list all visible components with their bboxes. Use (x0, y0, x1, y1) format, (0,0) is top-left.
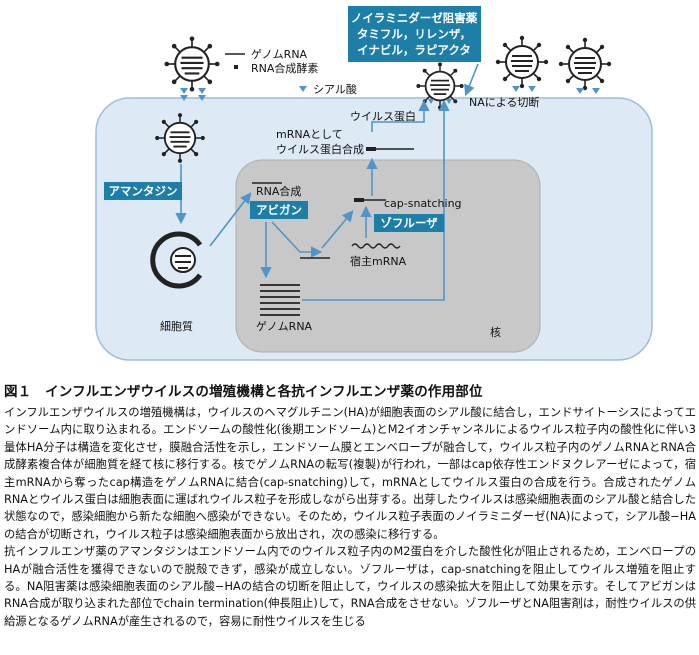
na-inhibitor-title: ノイラミニダーゼ阻害薬 (351, 11, 478, 25)
xofluza-label: ゾフルーザ (380, 216, 438, 230)
endosome-virion (154, 112, 206, 164)
transcription-arrow (271, 221, 323, 258)
label-cytoplasm: 細胞質 (160, 319, 193, 333)
label-rna-synthesis: RNA合成 (256, 184, 301, 198)
avigan-box (250, 201, 308, 219)
nuclear-import-arrow (209, 192, 252, 247)
na-inhibitor-drugs-2: イナビル，ラピアクタ (357, 43, 471, 57)
late-endosome (150, 231, 203, 289)
progeny-genome-rna-stack (260, 284, 300, 316)
virion-released-1 (494, 34, 550, 92)
legend-rna-enzyme-mark (234, 65, 238, 69)
genome-export-arrow (302, 99, 450, 301)
to-cap-snatching-arrow (321, 210, 354, 249)
label-nucleus: 核 (490, 325, 501, 339)
caption-paragraph-mechanism: インフルエンザウイルスの増殖機構は，ウイルスのヘマグルチニン(HA)が細胞表面の… (4, 406, 696, 541)
amantadine-label: アマンタジン (109, 184, 178, 198)
cytoplasmic-mrna-cap (366, 147, 376, 151)
xofluza-box (374, 214, 444, 232)
cap-structure (354, 198, 364, 202)
influenza-replication-diagram: ゲノムRNA RNA合成酵素 シアル酸 NAによる切断 ウイルス蛋白 ノイラミニ… (95, 6, 653, 361)
legend-genome-rna: ゲノムRNA (251, 48, 308, 61)
host-mrna-wave (351, 243, 401, 249)
cell-nucleus (235, 159, 541, 353)
legend-rna-enzyme: RNA合成酵素 (251, 61, 318, 75)
virion-attached-left (163, 35, 221, 94)
caption-body: インフルエンザウイルスの増殖機構は，ウイルスのヘマグルチニン(HA)が細胞表面の… (4, 404, 696, 630)
label-viral-protein: ウイルス蛋白 (350, 109, 416, 123)
label-mrna-protein-1: mRNAとして (276, 128, 343, 141)
na-inhibitor-drugs-1: タミフル，リレンザ， (357, 27, 471, 41)
label-mrna-protein-2: ウイルス蛋白合成 (276, 142, 364, 156)
label-genome-rna: ゲノムRNA (256, 320, 313, 333)
caption-title: 図１ インフルエンザウイルスの増殖機構と各抗インフルエンザ薬の作用部位 (4, 384, 483, 400)
label-cap-snatching: cap-snatching (384, 197, 462, 210)
caption-paragraph-drugs: 抗インフルエンザ薬のアマンタジンはエンドソーム内でのウイルス粒子内のM2蛋白を介… (4, 545, 696, 628)
na-inhibitor-arrow (464, 63, 479, 97)
na-inhibitor-box (348, 6, 481, 62)
virion-released-2 (557, 36, 613, 94)
amantadine-box (104, 182, 182, 200)
label-host-mrna: 宿主mRNA (350, 254, 407, 268)
label-sialic-acid: シアル酸 (313, 82, 357, 96)
label-cleavage-by-na: NAによる切断 (469, 95, 539, 109)
avigan-label: アビガン (256, 203, 302, 217)
figure-caption: 図１ インフルエンザウイルスの増殖機構と各抗インフルエンザ薬の作用部位 インフル… (4, 380, 696, 630)
protein-transport-arrow (371, 99, 430, 132)
